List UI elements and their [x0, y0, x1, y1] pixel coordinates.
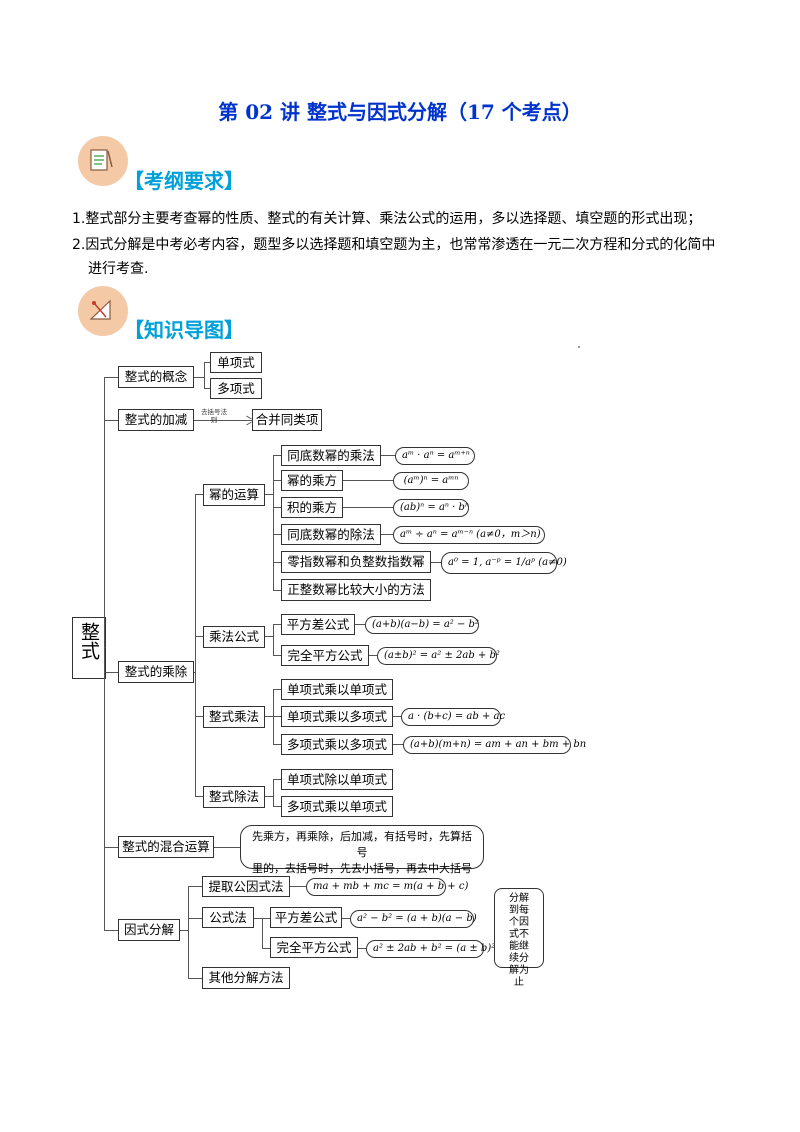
notebook-icon	[78, 136, 128, 186]
mul-item-1: 单项式乘以单项式	[281, 679, 393, 700]
formula-formula-1: (a+b)(a−b) = a² − b²	[365, 616, 479, 634]
div-item-1: 单项式除以单项式	[281, 769, 393, 790]
power-formula-3: (ab)ⁿ = aⁿ · bⁿ	[393, 499, 469, 517]
root-label: 整式	[78, 622, 100, 660]
node-combine: 合并同类项	[252, 409, 322, 431]
section-title-requirements: 【考纲要求】	[124, 169, 244, 193]
factor-formula-formula-1: a² − b² = (a + b)(a − b)	[350, 910, 477, 928]
formula-formula-2: (a±b)² = a² ± 2ab + b²	[377, 647, 500, 665]
node-addsub: 整式的加减	[118, 409, 194, 431]
power-formula-5: a⁰ = 1, a⁻ᵖ = 1/aᵖ (a≠0)	[441, 552, 567, 574]
section-title-mindmap: 【知识导图】	[124, 318, 244, 342]
power-formula-2: (aᵐ)ⁿ = aᵐⁿ	[393, 472, 469, 490]
node-muldiv: 整式的乘除	[118, 661, 194, 683]
power-item-5: 零指数幂和负整数指数幂	[281, 551, 431, 573]
compass-ruler-icon	[78, 286, 128, 336]
requirement-3: 进行考查.	[88, 261, 149, 277]
power-item-1: 同底数幂的乘法	[281, 445, 381, 466]
power-item-6: 正整数幂比较大小的方法	[281, 579, 431, 601]
node-div: 整式除法	[203, 786, 265, 808]
node-power: 幂的运算	[203, 484, 265, 506]
mixed-note-line-2: 里的，去括号时，先去小括号，再去中大括号	[252, 862, 472, 875]
rule-label: 去括号法则	[201, 408, 227, 424]
mul-formula-1: a · (b+c) = ab + ac	[401, 708, 505, 726]
mul-formula-2: (a+b)(m+n) = am + an + bm + bn	[403, 736, 586, 754]
scan-dot	[578, 346, 580, 348]
mul-item-3: 多项式乘以多项式	[281, 734, 393, 755]
factor-note: 分解到每个因式不能继续分解为止	[494, 888, 544, 988]
power-item-3: 积的乘方	[281, 497, 343, 518]
power-formula-4: aᵐ ÷ aⁿ = aᵐ⁻ⁿ (a≠0，m＞n)	[393, 526, 545, 544]
factor-formula-item-2: 完全平方公式	[270, 937, 358, 958]
power-formula-1: aᵐ · aⁿ = aᵐ⁺ⁿ	[395, 447, 475, 465]
mindmap-root: 整式	[72, 617, 106, 679]
mixed-note: 先乘方，再乘除，后加减，有括号时，先算括号 里的，去括号时，先去小括号，再去中大…	[240, 825, 484, 875]
node-mixed: 整式的混合运算	[118, 836, 214, 858]
node-factor: 因式分解	[118, 919, 180, 941]
formula-item-2: 完全平方公式	[281, 645, 369, 666]
mul-item-2: 单项式乘以多项式	[281, 706, 393, 727]
factor-formula-formula-2: a² ± 2ab + b² = (a ± b)²	[366, 940, 495, 958]
connector	[104, 377, 105, 930]
formula-item-1: 平方差公式	[281, 614, 355, 635]
requirement-1: 1.整式部分主要考查幂的性质、整式的有关计算、乘法公式的运用，多以选择题、填空题…	[72, 211, 702, 227]
power-item-2: 幂的乘方	[281, 470, 343, 491]
node-formula: 乘法公式	[203, 626, 265, 648]
node-concept: 整式的概念	[118, 366, 194, 388]
factor-extract-formula: ma + mb + mc = m(a + b + c)	[306, 878, 468, 896]
factor-extract: 提取公因式法	[202, 876, 290, 897]
node-polynomial: 多项式	[210, 378, 262, 399]
node-monomial: 单项式	[210, 352, 262, 373]
div-item-2: 多项式乘以单项式	[281, 796, 393, 817]
factor-formula-item-1: 平方差公式	[270, 907, 342, 928]
mixed-note-line-1: 先乘方，再乘除，后加减，有括号时，先算括号	[252, 830, 472, 859]
node-mul: 整式乘法	[203, 706, 265, 728]
factor-formula-method: 公式法	[202, 907, 254, 928]
requirement-2: 2.因式分解是中考必考内容，题型多以选择题和填空题为主，也常常渗透在一元二次方程…	[72, 237, 716, 253]
factor-other: 其他分解方法	[202, 967, 290, 989]
page-title: 第 02 讲 整式与因式分解（17 个考点）	[218, 100, 582, 124]
power-item-4: 同底数幂的除法	[281, 524, 381, 545]
